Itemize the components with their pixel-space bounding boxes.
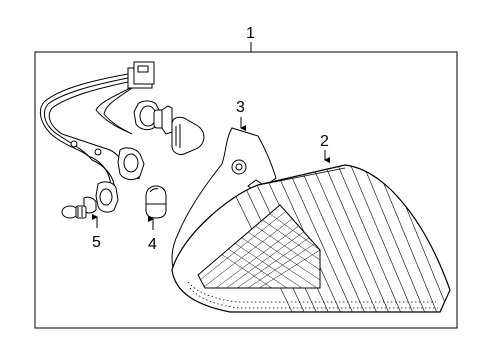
- callout-4: 4: [148, 216, 157, 253]
- callout-1: 1: [246, 25, 255, 52]
- lower-socket: [83, 147, 145, 214]
- callout-5: 5: [92, 214, 101, 251]
- assembly-frame: [34, 51, 458, 329]
- callout-1-label: 1: [246, 25, 255, 42]
- wiring-harness: [40, 61, 155, 203]
- small-wedge-bulb: [61, 205, 87, 219]
- callout-2: 2: [320, 133, 330, 163]
- bulb-item-4: [145, 185, 167, 219]
- callout-4-label: 4: [148, 236, 157, 253]
- callout-3-label: 3: [236, 99, 245, 116]
- callout-2-label: 2: [320, 133, 329, 150]
- harness-connector: [127, 61, 155, 89]
- callout-5-label: 5: [92, 234, 101, 251]
- callout-3: 3: [236, 99, 246, 131]
- upper-bulb: [171, 116, 205, 155]
- upper-socket: [133, 100, 173, 135]
